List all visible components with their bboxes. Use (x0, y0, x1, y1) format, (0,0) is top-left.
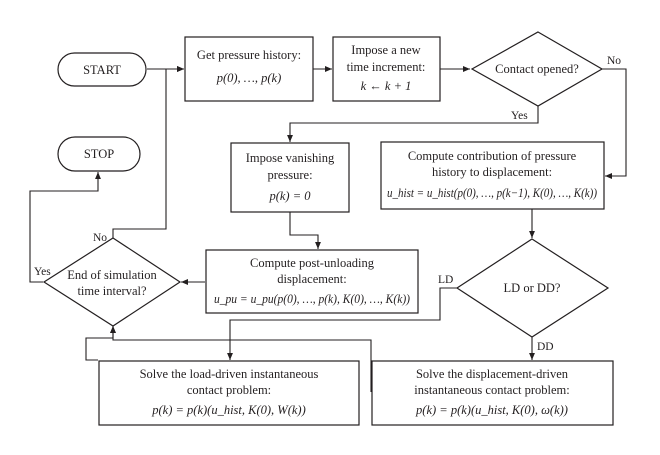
post-unloading-line1: Compute post-unloading (250, 256, 375, 270)
contribution-formula: u_hist = u_hist(p(0), …, p(k−1), K(0), …… (387, 186, 597, 200)
contribution-line2: history to displacement: (432, 165, 552, 179)
label-end-no: No (93, 232, 107, 244)
contact-opened-decision: Contact opened? (470, 31, 604, 107)
post-unloading-line2: displacement: (277, 272, 346, 286)
get-history-title: Get pressure history: (197, 48, 301, 62)
end-interval-line1: End of simulation (67, 268, 157, 282)
increment-line1: Impose a new (351, 43, 420, 57)
label-contact-no: No (607, 55, 621, 67)
get-history-formula: p(0), …, p(k) (216, 71, 282, 85)
get-pressure-history-box: Get pressure history: p(0), …, p(k) (184, 36, 314, 102)
increment-formula: k ← k + 1 (361, 79, 412, 93)
start-terminal: START (57, 52, 147, 87)
edge-vanishing-to-post-unloading (289, 212, 321, 249)
contact-opened-label: Contact opened? (495, 62, 579, 76)
solve-displacement-driven-box: Solve the displacement-driven instantane… (371, 360, 614, 426)
compute-contribution-box: Compute contribution of pressure history… (380, 141, 605, 210)
load-driven-line1: Solve the load-driven instantaneous (140, 367, 319, 381)
end-interval-decision: End of simulation time interval? (42, 237, 182, 327)
edge-end-yes (29, 172, 101, 283)
label-contact-yes: Yes (511, 110, 528, 122)
vanishing-line2: pressure: (267, 168, 312, 182)
label-end-yes: Yes (34, 266, 51, 278)
edge-displacement-driven-to-end (110, 326, 372, 392)
impose-time-increment-box: Impose a new time increment: k ← k + 1 (332, 36, 441, 102)
load-driven-formula: p(k) = p(k)(u_hist, K(0), W(k)) (151, 403, 306, 417)
solve-load-driven-box: Solve the load-driven instantaneous cont… (98, 360, 360, 426)
edge-ld (227, 287, 457, 360)
displacement-driven-line2: instantaneous contact problem: (414, 383, 570, 397)
ld-or-dd-label: LD or DD? (504, 281, 561, 295)
ld-or-dd-decision: LD or DD? (455, 238, 610, 338)
impose-vanishing-pressure-box: Impose vanishing pressure: p(k) = 0 (230, 142, 350, 213)
start-label: START (83, 63, 121, 77)
edge-contact-no (601, 68, 627, 179)
post-unloading-formula: u_pu = u_pu(p(0), …, p(k), K(0), …, K(k)… (214, 292, 410, 306)
edge-contact-yes (287, 106, 539, 142)
compute-post-unloading-box: Compute post-unloading displacement: u_p… (205, 249, 419, 314)
vanishing-formula: p(k) = 0 (268, 189, 311, 203)
label-ld: LD (438, 274, 453, 286)
stop-terminal: STOP (57, 136, 141, 172)
contribution-line1: Compute contribution of pressure (408, 149, 577, 163)
label-dd: DD (537, 341, 554, 353)
vanishing-line1: Impose vanishing (246, 151, 335, 165)
increment-line2: time increment: (347, 60, 426, 74)
end-interval-line2: time interval? (77, 284, 147, 298)
load-driven-line2: contact problem: (187, 383, 271, 397)
edge-load-driven-to-end (85, 326, 116, 361)
edge-end-no (112, 66, 184, 238)
displacement-driven-formula: p(k) = p(k)(u_hist, K(0), ω(k)) (415, 403, 568, 417)
displacement-driven-line1: Solve the displacement-driven (416, 367, 569, 381)
stop-label: STOP (84, 147, 114, 161)
